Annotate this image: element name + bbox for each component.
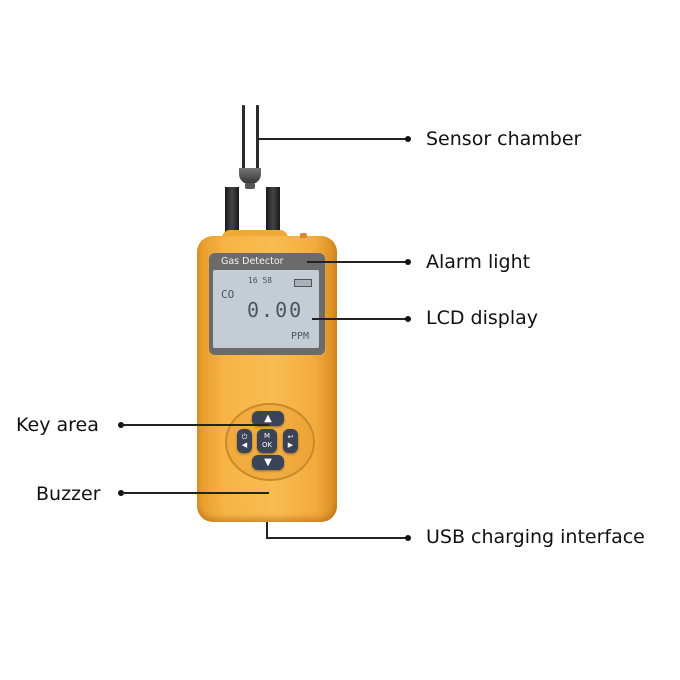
probe-rod-left xyxy=(242,105,245,171)
right-arrow-icon: ▶ xyxy=(287,441,294,449)
return-right-key[interactable]: ↩ ▶ xyxy=(283,429,298,453)
callout-dot-lcd xyxy=(405,316,411,322)
label-usb-charging: USB charging interface xyxy=(426,526,645,548)
lcd-unit: PPM xyxy=(291,331,310,342)
mode-label: M xyxy=(263,432,271,440)
lcd-time: 16 58 xyxy=(248,276,273,285)
battery-icon xyxy=(294,279,312,287)
power-left-key[interactable]: ⏻ ◀ xyxy=(237,429,252,453)
power-icon: ⏻ xyxy=(241,433,248,441)
mode-ok-key[interactable]: M OK xyxy=(257,429,277,453)
label-buzzer: Buzzer xyxy=(36,483,101,505)
label-alarm-light: Alarm light xyxy=(426,251,531,273)
ok-label: OK xyxy=(261,441,273,449)
probe-tip xyxy=(239,168,261,184)
up-key[interactable]: ▲ xyxy=(252,411,284,426)
lcd-gas-type: CO xyxy=(221,288,235,301)
callout-dot-usb xyxy=(405,535,411,541)
callout-line-alarm xyxy=(307,261,408,263)
callout-line-usb-vertical xyxy=(266,522,268,538)
callout-dot-sensor xyxy=(405,136,411,142)
left-arrow-icon: ◀ xyxy=(241,441,248,449)
alarm-light-icon xyxy=(300,233,307,238)
callout-line-usb xyxy=(266,537,408,539)
label-lcd-display: LCD display xyxy=(426,307,538,329)
callout-line-sensor xyxy=(258,138,408,140)
down-key[interactable]: ▼ xyxy=(252,455,284,470)
callout-line-lcd xyxy=(312,318,408,320)
probe-rod-right xyxy=(256,105,259,171)
return-icon: ↩ xyxy=(287,433,294,441)
label-sensor-chamber: Sensor chamber xyxy=(426,128,582,150)
callout-dot-alarm xyxy=(405,259,411,265)
probe-nub xyxy=(245,183,255,189)
callout-line-buzzer xyxy=(121,492,269,494)
callout-line-key xyxy=(121,424,269,426)
label-key-area: Key area xyxy=(16,414,99,436)
lcd-reading: 0.00 xyxy=(247,298,304,322)
device-title: Gas Detector xyxy=(221,256,284,267)
